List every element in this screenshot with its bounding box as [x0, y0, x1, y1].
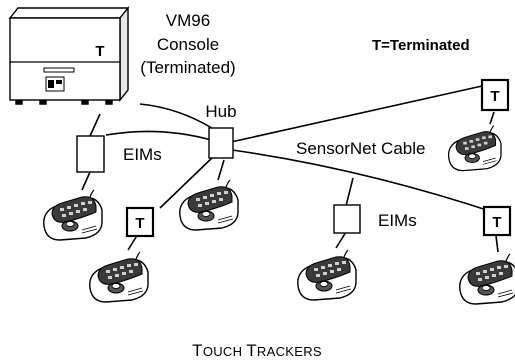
- hub-box: [208, 127, 234, 159]
- terminator-box-left: [125, 206, 155, 238]
- console-label-line3: (Terminated): [140, 58, 235, 77]
- eim-box-left: [76, 135, 105, 173]
- cable-hub-to-eim-left: [105, 130, 212, 141]
- console-front: [9, 17, 121, 101]
- cable-hub-to-console: [139, 103, 216, 131]
- touch-tracker-center: [179, 179, 239, 231]
- console-label-line1: VM96: [166, 11, 210, 30]
- legend-text: T=Terminated: [372, 37, 470, 54]
- eim-box-right: [333, 204, 361, 234]
- terminator-box-top-right: [480, 78, 510, 112]
- cable-hub-to-top-right: [230, 85, 483, 143]
- touch-tracker-lower-left: [89, 251, 149, 303]
- terminator-mark-top-right: T: [490, 88, 499, 105]
- touch-tracker-lower-right: [459, 253, 515, 305]
- console-label-line2: Console: [157, 35, 219, 54]
- hub-label: Hub: [205, 102, 236, 121]
- touch-tracker-top-right: [447, 124, 502, 172]
- cable-eim-right-to-tracker: [335, 231, 347, 249]
- cable-hub-to-bottom-right: [231, 149, 497, 214]
- cable-label: SensorNet Cable: [296, 139, 425, 158]
- terminator-mark-right: T: [492, 214, 501, 231]
- footer-word2-cap: T: [246, 341, 257, 360]
- cable-console-to-eim-left: [89, 113, 101, 137]
- cable-t-top-to-tracker: [489, 111, 495, 125]
- footer-word2-rest: RACKERS: [257, 344, 322, 359]
- console-side: [119, 6, 129, 102]
- footer-caption: TOUCH TRACKERS: [192, 341, 322, 360]
- cable-hub-to-t-left: [159, 155, 215, 209]
- touch-tracker-left: [43, 189, 103, 241]
- cable-to-eim-right: [345, 177, 354, 207]
- console-terminator-mark: T: [95, 43, 104, 60]
- touch-tracker-lower-middle: [297, 249, 357, 301]
- eim-label-right: EIMs: [378, 211, 417, 230]
- terminator-mark-left: T: [135, 215, 144, 232]
- cable-t-right-to-tracker: [495, 235, 499, 253]
- footer-word1-cap: T: [192, 341, 203, 360]
- cable-hub-to-tracker-center: [217, 159, 225, 181]
- footer-word1-rest: OUCH: [203, 344, 242, 359]
- vm96-console: T: [8, 6, 130, 105]
- eim-label-left: EIMs: [123, 145, 162, 164]
- cable-eim-left-to-tracker: [81, 171, 91, 191]
- console-top: [8, 7, 130, 19]
- terminator-box-right: [482, 205, 512, 237]
